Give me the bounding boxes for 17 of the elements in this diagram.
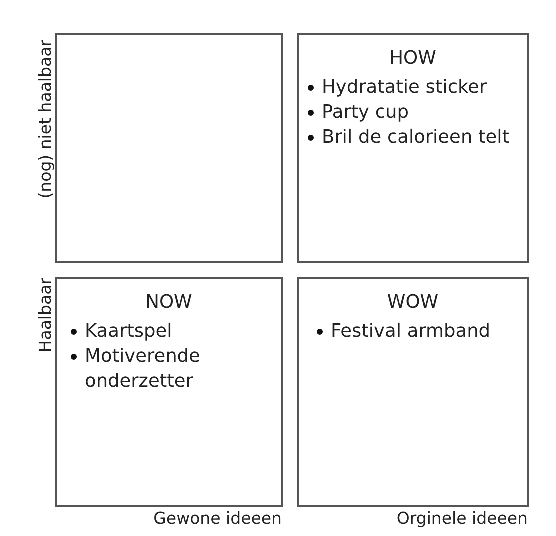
axis-label: Haalbaar [36, 278, 55, 353]
list-item: Festival armband [331, 320, 491, 344]
list-item: Motiverende onderzetter [85, 345, 202, 394]
axis-label: Orginele ideeen [396, 509, 528, 528]
list-item: Kaartspel [85, 320, 172, 344]
quadrant-heading: WOW [387, 291, 439, 315]
quadrant-box [297, 277, 529, 507]
list-item: Party cup [322, 101, 409, 125]
quadrant-heading: NOW [146, 291, 192, 315]
list-item: Bril de calorieen telt [322, 126, 510, 150]
axis-label: Gewone ideeen [154, 509, 282, 528]
quadrant-heading: HOW [390, 47, 436, 71]
quadrant-box [55, 277, 283, 507]
list-item: Hydratatie sticker [322, 76, 488, 100]
quadrant-box [297, 33, 529, 263]
quadrant-box [55, 33, 283, 263]
axis-label: (nog) niet haalbaar [36, 40, 55, 199]
